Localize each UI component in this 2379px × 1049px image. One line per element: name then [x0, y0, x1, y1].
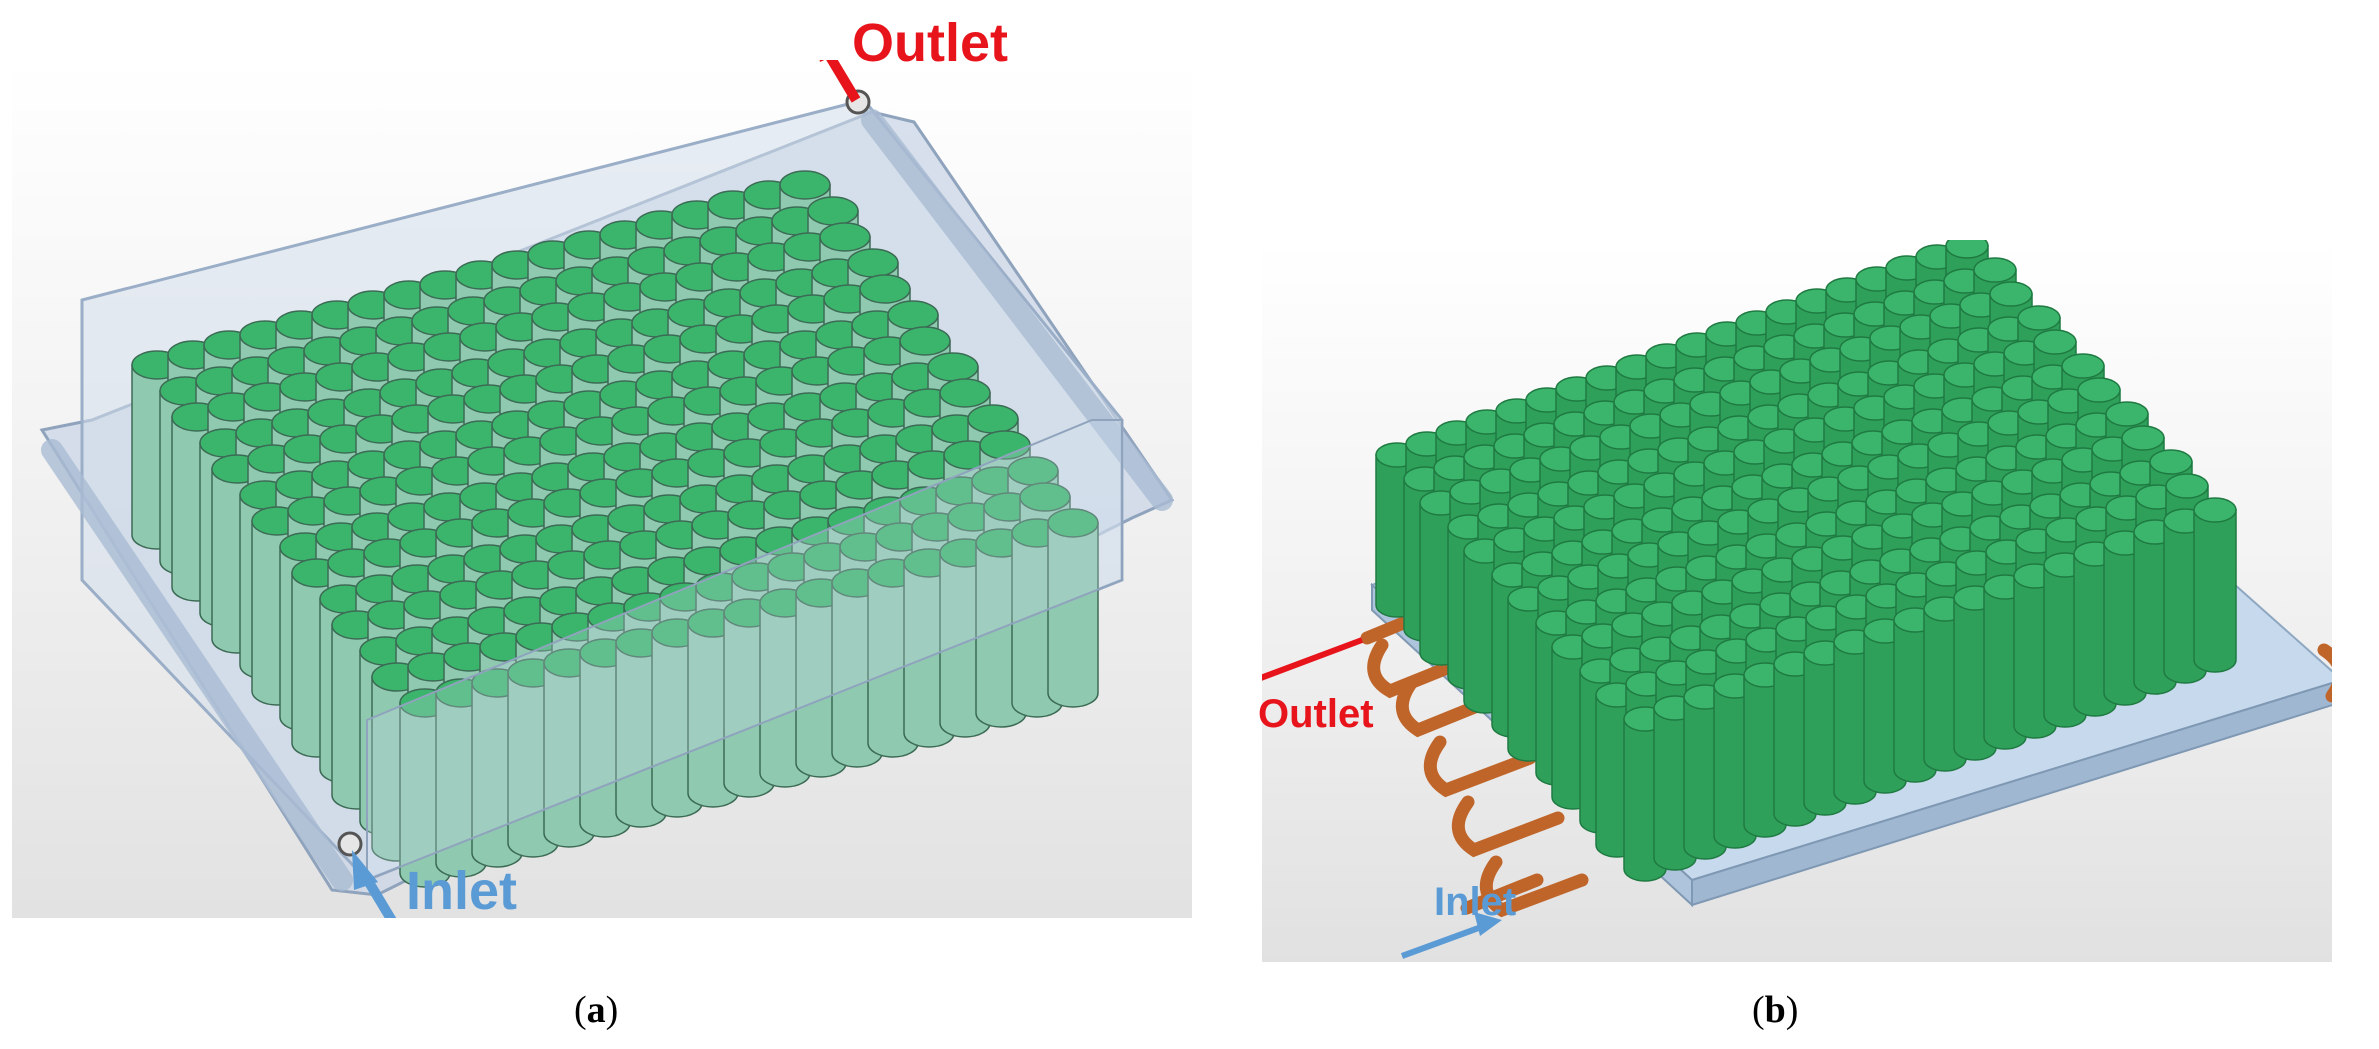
- battery-cell: [1047, 508, 1099, 708]
- coolant-channel-right: [861, 109, 1173, 511]
- inlet-arrow-b: [1400, 912, 1502, 959]
- inlet-label-b: Inlet: [1434, 880, 1517, 924]
- panel-b-scene: [1262, 240, 2332, 959]
- cell-array-a: [131, 170, 1099, 888]
- outlet-label-a: Outlet: [852, 13, 1008, 73]
- caption-b: (b): [1752, 989, 1799, 1031]
- pipe-right-bend: [2317, 643, 2332, 703]
- inlet-arrow: [352, 850, 397, 918]
- battery-cell: [2193, 497, 2237, 673]
- inlet-label-a: Inlet: [406, 861, 518, 921]
- coolant-channel-left: [41, 439, 353, 891]
- inlet-port: [337, 831, 363, 857]
- cell-array-b: [1375, 240, 2237, 882]
- caption-a: (a): [574, 989, 619, 1031]
- panel-a-housing-view: [12, 60, 1192, 918]
- outlet-label-b: Outlet: [1258, 692, 1374, 736]
- outlet-arrow: [819, 60, 861, 103]
- panel-b-cold-plate-view: [1262, 240, 2332, 962]
- housing-front-face: [366, 419, 1123, 882]
- panel-a-scene: [39, 60, 1175, 918]
- outlet-arrow-b: [1262, 637, 1364, 681]
